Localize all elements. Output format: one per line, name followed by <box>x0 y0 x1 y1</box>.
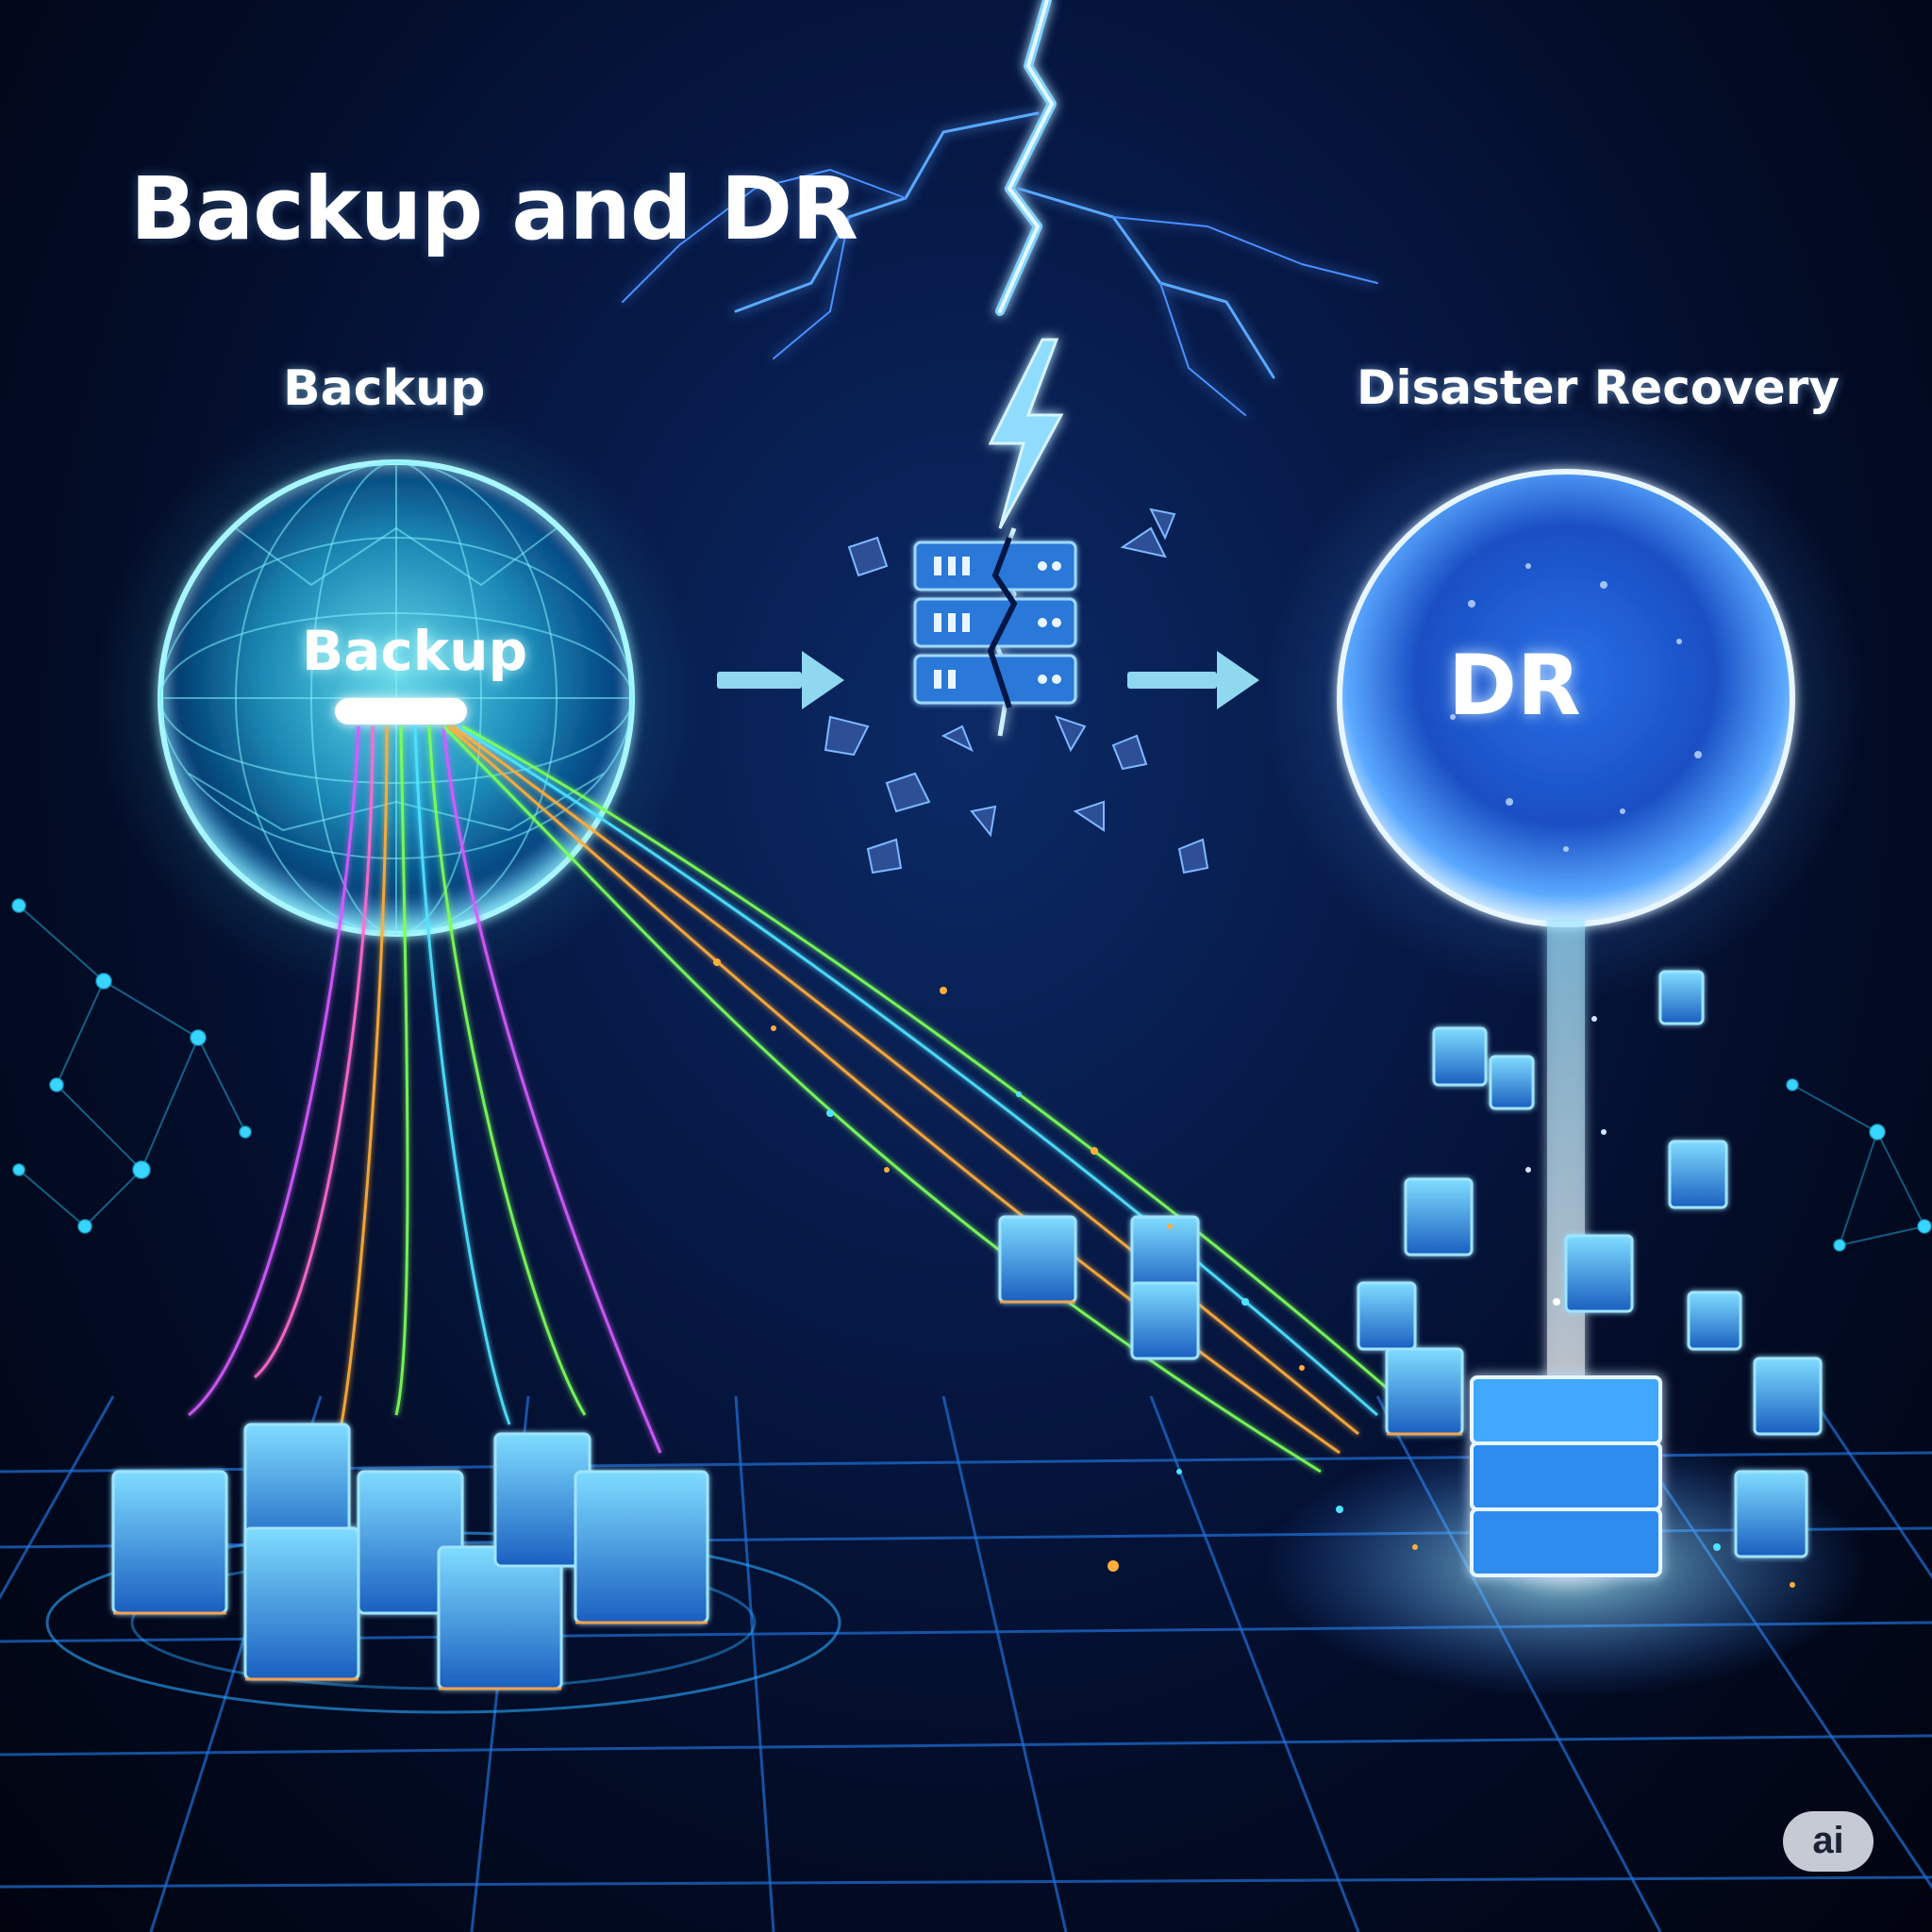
lightning-storm <box>622 0 1378 416</box>
recovery-beam <box>1547 920 1585 1410</box>
ai-badge: ai <box>1783 1811 1874 1872</box>
network-mesh-right <box>1786 1078 1932 1252</box>
server-cube-orange-glow <box>113 1300 1462 1690</box>
backup-sphere-label: Backup <box>302 619 528 683</box>
server-debris <box>824 508 1209 874</box>
lightning-bolt-icon <box>988 338 1064 529</box>
backup-label: Backup <box>283 360 486 417</box>
dr-sphere-label: DR <box>1448 637 1581 734</box>
arrow-right-icon <box>1127 651 1259 709</box>
server-rack-icon <box>913 536 1077 708</box>
data-streams <box>188 724 1397 1474</box>
disaster-recovery-label: Disaster Recovery <box>1357 360 1840 415</box>
data-particles <box>713 958 1795 1588</box>
backup-sphere <box>158 459 635 937</box>
recovered-server <box>1470 1375 1662 1577</box>
arrow-right-icon <box>717 651 844 709</box>
network-mesh-left <box>11 898 252 1234</box>
page-title: Backup and DR <box>130 158 858 259</box>
dr-sphere-sparkles <box>1450 563 1702 852</box>
server-cube-icon <box>111 970 1823 1690</box>
backup-port <box>335 698 467 724</box>
